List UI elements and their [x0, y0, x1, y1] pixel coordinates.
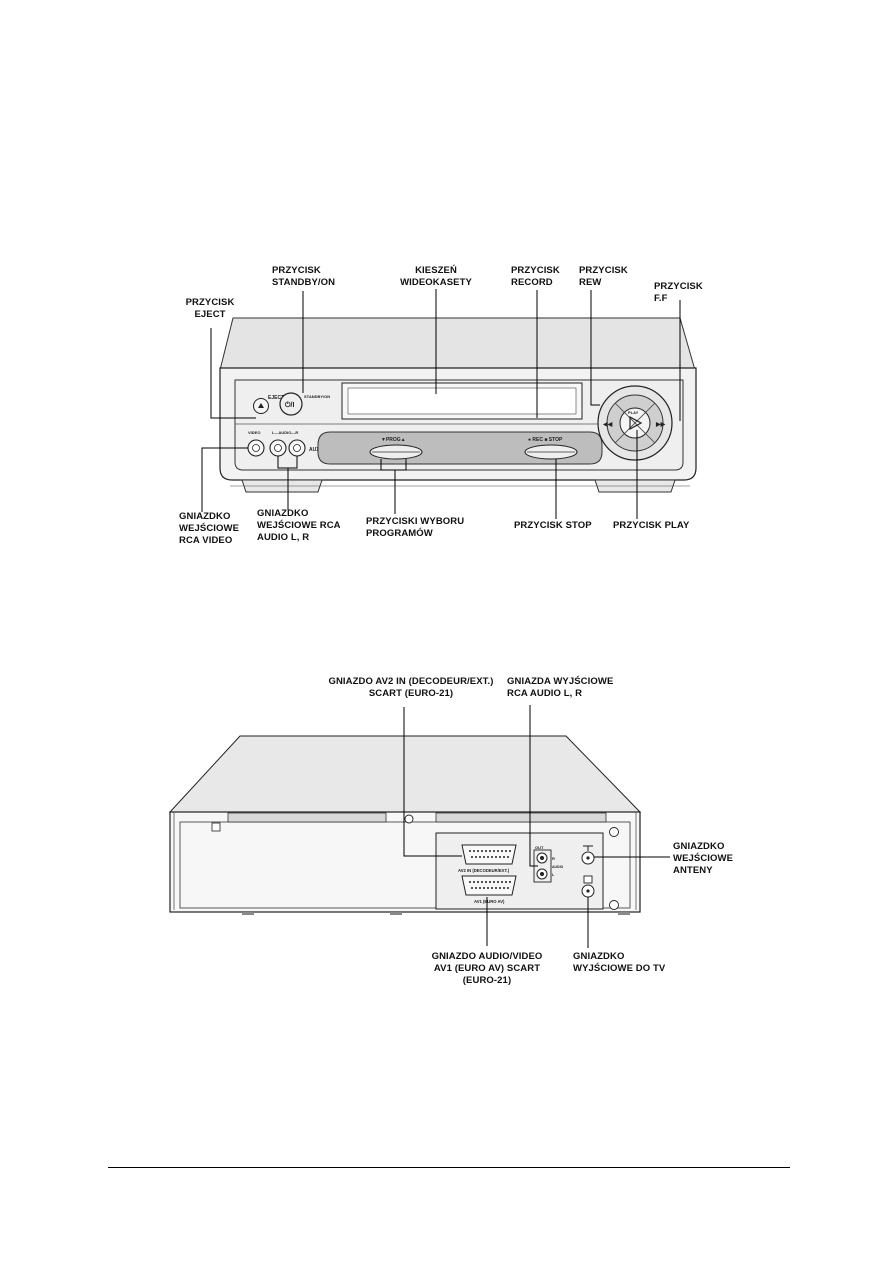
- label-play: PRZYCISK PLAY: [613, 520, 690, 531]
- av2-scart-socket[interactable]: [461, 844, 517, 865]
- vcr-front-view: EJECT ⏻/I STANDBY/ON VIDEO L—AUDIO—R AUX: [219, 317, 697, 493]
- label-cassette: KIESZEŃ WIDEOKASETY: [400, 265, 472, 288]
- aux-text: AUX: [309, 447, 320, 453]
- label-rew: PRZYCISK REW: [579, 265, 628, 288]
- rca-audio-left-jack[interactable]: [269, 439, 287, 457]
- l-text: L: [552, 872, 555, 877]
- audio-jack-text: L—AUDIO—R: [272, 430, 298, 435]
- label-standby: PRZYCISK STANDBY/ON: [272, 265, 336, 288]
- ff-symbol: ▶▶: [655, 421, 666, 428]
- video-jack-text: VIDEO: [248, 430, 260, 435]
- audio-out-right-jack[interactable]: [536, 852, 548, 864]
- rew-symbol: ◀◀: [602, 421, 613, 428]
- label-ff: PRZYCISK F.F: [654, 281, 703, 304]
- label-audio-out: GNIAZDA WYJŚCIOWE RCA AUDIO L, R: [507, 676, 614, 699]
- eject-button[interactable]: [253, 398, 269, 414]
- rec-stop-buttons[interactable]: [524, 444, 578, 460]
- play-button[interactable]: [629, 415, 643, 431]
- av2-small-text: AV2 IN (DECODEUR/EXT.): [458, 868, 510, 873]
- label-tv-out: GNIAZDKO WYJŚCIOWE DO TV: [573, 951, 666, 974]
- label-program-buttons: PRZYCISKI WYBORU PROGRAMÓW: [366, 516, 465, 539]
- label-eject: PRZYCISK EJECT: [185, 297, 235, 320]
- label-stop: PRZYCISK STOP: [514, 520, 592, 531]
- av1-small-text: AV1 (EURO AV): [474, 899, 505, 904]
- program-buttons[interactable]: [369, 444, 423, 460]
- prog-text: ▼PROG▲: [381, 437, 406, 443]
- label-av1: GNIAZDO AUDIO/VIDEO AV1 (EURO AV) SCART …: [431, 951, 543, 986]
- label-rca-audio: GNIAZDKO WEJŚCIOWE RCA AUDIO L, R: [257, 508, 341, 543]
- label-av2: GNIAZDO AV2 IN (DECODEUR/EXT.) SCART (EU…: [328, 676, 494, 699]
- back-leader-lines: [403, 705, 670, 948]
- label-antenna: GNIAZDKO WEJŚCIOWE ANTENY: [673, 841, 734, 876]
- rec-stop-text: ● REC ■ STOP: [528, 437, 563, 443]
- standby-symbol: ⏻/I: [285, 401, 294, 409]
- label-record: PRZYCISK RECORD: [511, 265, 560, 288]
- tv-out-jack[interactable]: [581, 875, 595, 898]
- label-rca-video: GNIAZDKO WEJŚCIOWE RCA VIDEO: [179, 511, 240, 546]
- rca-video-jack[interactable]: [247, 439, 265, 457]
- audio-out-left-jack[interactable]: [536, 868, 548, 880]
- standby-on-text: STANDBY/ON: [304, 394, 330, 399]
- r-text: R: [552, 856, 555, 861]
- front-leader-lines: [201, 289, 681, 519]
- out-text: OUT: [535, 845, 544, 850]
- footer-rule: [108, 1167, 790, 1168]
- eject-text: EJECT: [268, 395, 284, 401]
- audio-small-text: AUDIO: [552, 865, 564, 869]
- transport-control-ring[interactable]: [597, 385, 673, 461]
- rca-audio-right-jack[interactable]: [288, 439, 306, 457]
- cassette-slot: [341, 382, 583, 420]
- antenna-in-jack[interactable]: [581, 845, 595, 865]
- vcr-back-view: AV2 IN (DECODEUR/EXT.) AV1 (EURO AV) OUT…: [168, 735, 642, 915]
- play-text: PLAY: [628, 410, 639, 415]
- standby-button[interactable]: [279, 392, 303, 416]
- av1-scart-socket[interactable]: [461, 875, 517, 896]
